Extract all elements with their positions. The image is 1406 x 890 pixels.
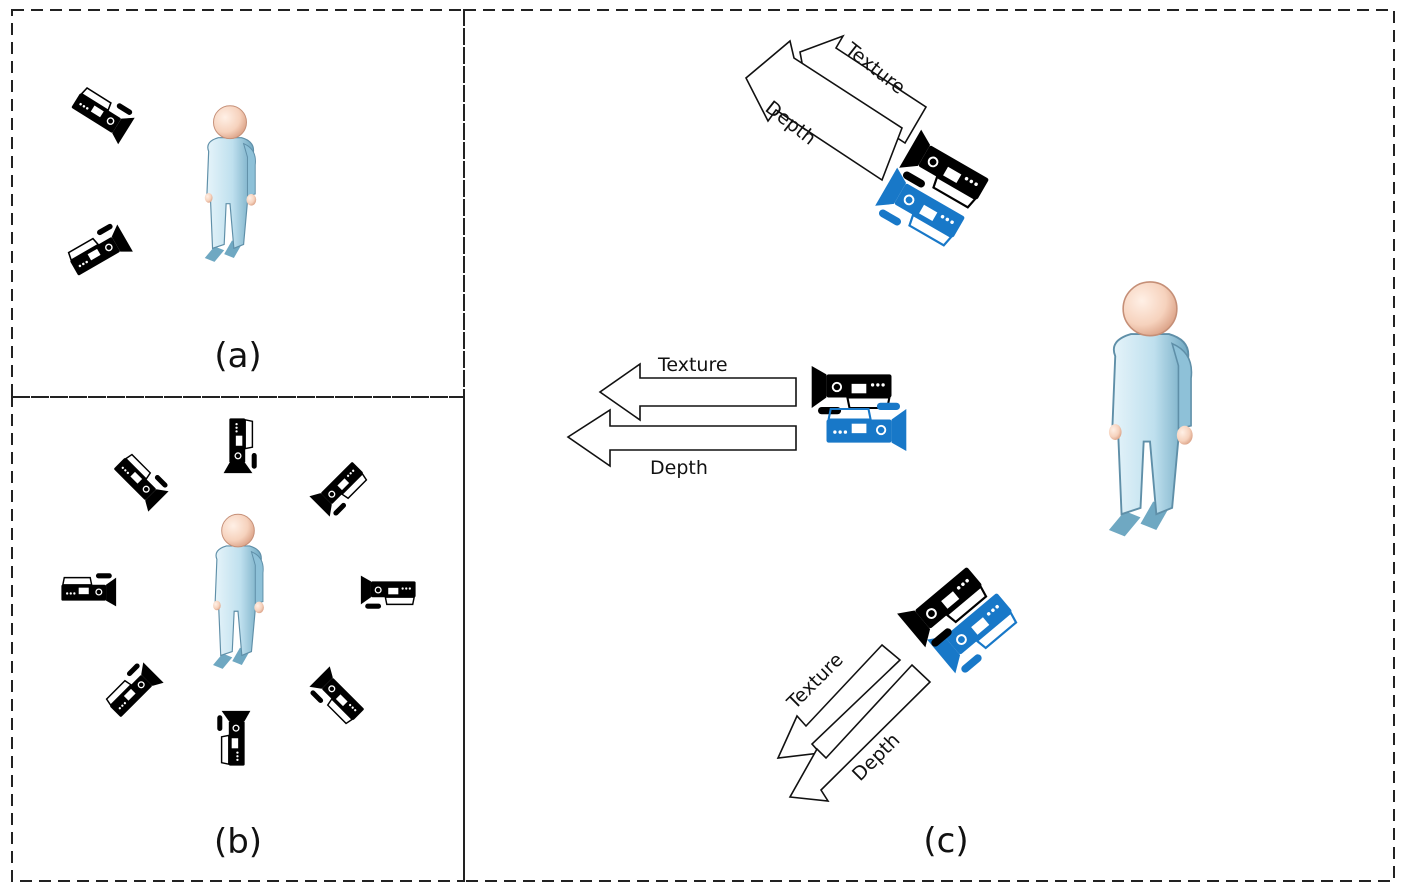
depth-camera-icon: [825, 401, 908, 453]
mid-depth-label: Depth: [650, 457, 708, 479]
bottom-camera-pair: Texture Depth: [776, 558, 1025, 802]
mid-texture-arrow: [598, 362, 797, 422]
top-depth-arrow: [744, 39, 903, 182]
camera-icon: [62, 219, 134, 282]
panel-c-border: [463, 9, 1395, 882]
panel-a: (a): [62, 81, 262, 376]
camera-icon: [222, 417, 258, 474]
mid-depth-arrow: [566, 408, 797, 468]
panel-c-label: (c): [923, 821, 968, 861]
person-icon: [212, 513, 265, 670]
camera-icon: [305, 665, 370, 730]
person-icon: [204, 105, 257, 263]
camera-icon: [100, 658, 165, 723]
camera-icon: [360, 574, 417, 610]
camera-icon: [60, 572, 117, 608]
panel-c: Texture Depth Texture Depth Texture Dept…: [566, 34, 1194, 861]
camera-icon: [67, 81, 138, 146]
bot-texture-arrow: [776, 643, 902, 759]
top-camera-pair: Texture Depth: [744, 34, 995, 255]
mid-texture-label: Texture: [657, 354, 728, 376]
camera-icon: [216, 710, 252, 767]
camera-icon: [108, 448, 173, 513]
panel-a-border: [11, 9, 465, 398]
camera-icon: [308, 456, 373, 521]
panel-b-label: (b): [214, 822, 262, 862]
panel-a-label: (a): [214, 336, 261, 376]
person-icon: [1107, 280, 1194, 538]
panel-b: (b): [60, 417, 417, 862]
bot-depth-arrow: [788, 663, 932, 802]
middle-camera-pair: Texture Depth: [566, 354, 908, 479]
